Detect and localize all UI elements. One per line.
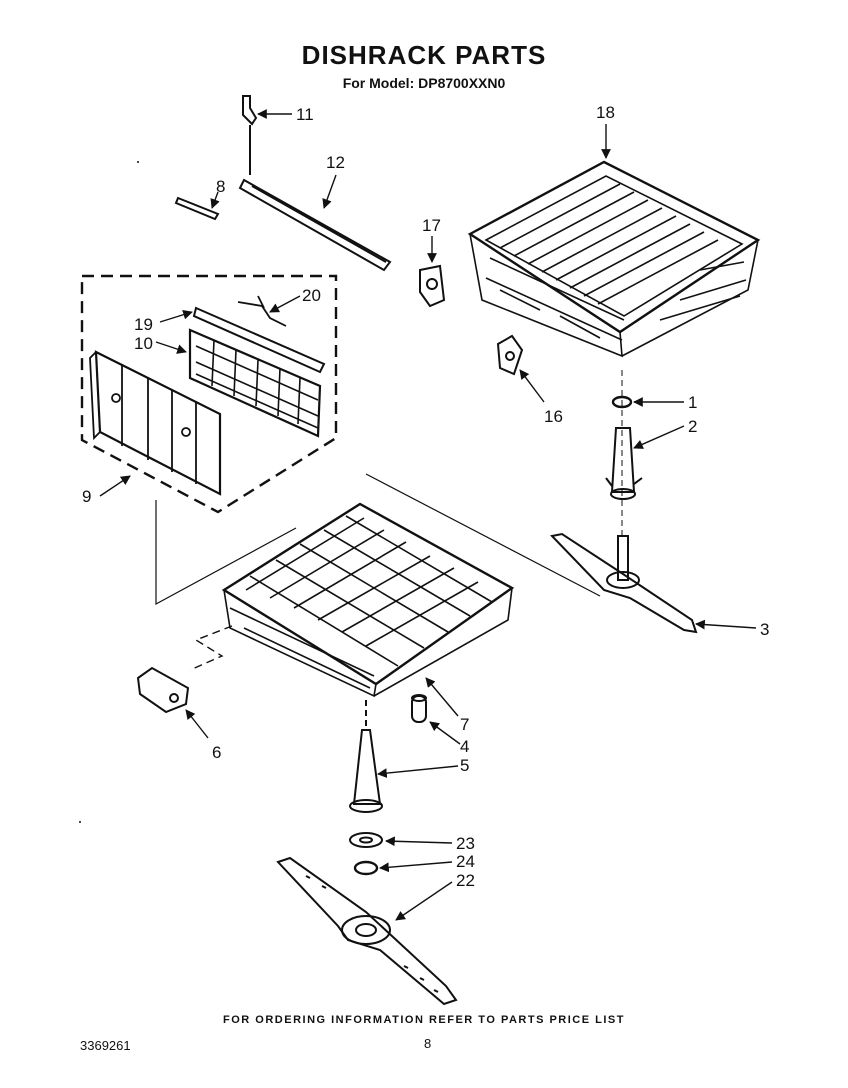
part-9-basket	[89, 350, 222, 496]
callout-2: 2	[688, 417, 697, 436]
part-22-lower-spray-arm	[276, 856, 458, 1006]
leader-5	[377, 765, 459, 778]
leader-4	[429, 721, 461, 745]
part-2-upper-tube	[605, 427, 643, 500]
callout-5: 5	[460, 756, 469, 775]
page-title: DISHRACK PARTS	[301, 40, 547, 70]
callout-6: 6	[212, 743, 221, 762]
callout-16: 16	[544, 407, 563, 426]
part-17-roller	[419, 264, 446, 308]
callout-9: 9	[82, 487, 91, 506]
leader-22	[395, 881, 453, 921]
leader-24	[379, 861, 453, 873]
part-5-spray-tube	[349, 700, 383, 813]
leader-23	[385, 836, 453, 847]
part-20-clip	[237, 295, 287, 327]
part-7-lower-rack	[221, 502, 515, 698]
part-10-basket-grid	[188, 328, 322, 438]
callout-18: 18	[596, 103, 615, 122]
part-3-upper-spray-arm	[550, 532, 698, 634]
callout-7: 7	[460, 715, 469, 734]
ordering-note: FOR ORDERING INFORMATION REFER TO PARTS …	[223, 1014, 625, 1026]
callout-1: 1	[688, 393, 697, 412]
part-12-rail	[238, 178, 392, 272]
part-23-washer	[349, 832, 383, 848]
leader-3	[695, 619, 757, 630]
callout-17: 17	[422, 216, 441, 235]
callout-8: 8	[216, 177, 225, 196]
part-19-rail	[192, 306, 326, 374]
leader-6	[185, 709, 209, 739]
part-4-bushing	[411, 694, 427, 723]
part-24-seal	[353, 860, 379, 876]
leader-20	[269, 295, 301, 313]
callout-12: 12	[326, 153, 345, 172]
kit-outline-dashed	[80, 274, 338, 514]
model-subtitle: For Model: DP8700XXN0	[342, 75, 506, 91]
callout-20: 20	[302, 286, 321, 305]
leader-9	[99, 475, 131, 497]
leader-8	[210, 191, 220, 209]
leader-12	[322, 174, 337, 209]
callout-24: 24	[456, 852, 475, 871]
dashed-connector-6	[189, 625, 233, 671]
speck	[137, 161, 139, 163]
projection-lines	[155, 473, 601, 606]
document-number: 3369261	[80, 1038, 131, 1053]
page-number: 8	[424, 1036, 432, 1051]
part-18-upper-rack	[467, 160, 761, 358]
callout-23: 23	[456, 834, 475, 853]
part-8-stop	[174, 196, 220, 221]
callout-4: 4	[460, 737, 469, 756]
leader-7	[425, 677, 459, 717]
leader-2	[633, 425, 685, 449]
part-11-clip	[242, 95, 258, 175]
callout-10: 10	[134, 334, 153, 353]
callout-22: 22	[456, 871, 475, 890]
callout-11: 11	[296, 105, 314, 124]
callout-3: 3	[760, 620, 769, 639]
part-6-bumper	[136, 666, 190, 714]
callout-19: 19	[134, 315, 153, 334]
part-16-bracket	[496, 334, 524, 376]
speck	[79, 821, 81, 823]
leader-16	[519, 369, 545, 403]
part-1-bearing	[611, 395, 633, 409]
leader-19	[159, 309, 193, 323]
leader-10	[155, 341, 187, 354]
